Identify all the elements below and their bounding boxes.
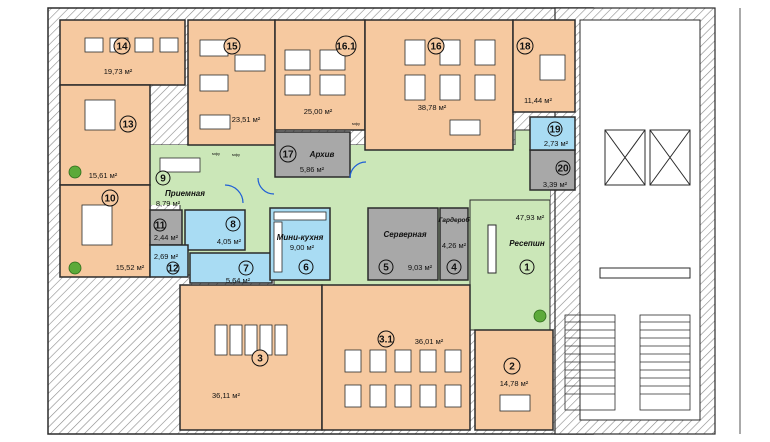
room-17-badge xyxy=(279,145,297,163)
room-19-badge xyxy=(547,121,563,137)
room-3[interactable] xyxy=(179,284,323,431)
room-20-number: 20 xyxy=(557,164,569,175)
room-4-area: 4,26 м² xyxy=(442,241,467,250)
room-16-1-number: 16.1 xyxy=(336,42,356,53)
room-7-number: 7 xyxy=(243,264,249,275)
room-7-area: 5,64 м² xyxy=(226,276,251,285)
room-10-area: 15,52 м² xyxy=(116,263,145,272)
room-15-number: 15 xyxy=(226,42,238,53)
room-18-number: 18 xyxy=(519,42,531,53)
room-20-area: 3,39 м² xyxy=(543,180,568,189)
room-9-number: 9 xyxy=(160,174,166,185)
room-5-area: 9,03 м² xyxy=(408,263,433,272)
room-14-area: 19,73 м² xyxy=(104,67,133,76)
mfu-tag-1: мфу xyxy=(212,151,220,156)
room-9-label: Приемная xyxy=(165,189,205,198)
room-6-badge xyxy=(298,259,314,275)
room-19-number: 19 xyxy=(549,125,561,136)
room-labels: 14 19,73 м² 15 23,51 м² 16.1 25,00 м² 16… xyxy=(89,35,571,400)
room-1-number: 1 xyxy=(524,263,530,274)
room-17-number: 17 xyxy=(282,150,294,161)
room-9-badge xyxy=(155,170,171,186)
room-12-area: 2,69 м² xyxy=(154,252,179,261)
corridor-reception xyxy=(469,199,551,331)
room-2[interactable] xyxy=(474,329,554,431)
room-2-number: 2 xyxy=(509,362,515,373)
room-20-badge xyxy=(555,160,571,176)
room-15-area: 23,51 м² xyxy=(232,115,261,124)
room-16-number: 16 xyxy=(430,42,442,53)
room-13-badge xyxy=(119,115,137,133)
room-5-badge xyxy=(378,259,394,275)
room-5-label: Серверная xyxy=(383,230,426,239)
room-16-badge xyxy=(427,37,445,55)
room-7-badge xyxy=(238,260,254,276)
room-12-badge xyxy=(166,261,180,275)
room-13-area: 15,61 м² xyxy=(89,171,118,180)
room-2-area: 14,78 м² xyxy=(500,379,529,388)
stairs xyxy=(564,314,691,411)
room-6-number: 6 xyxy=(303,263,309,274)
room-11-number: 11 xyxy=(155,221,166,232)
room-16-1-badge xyxy=(335,35,357,57)
room-3-1-area: 36,01 м² xyxy=(415,337,444,346)
room-15-badge xyxy=(223,37,241,55)
reception-desk xyxy=(487,224,497,274)
room-17-area: 5,86 м² xyxy=(300,165,325,174)
room-16-1-area: 25,00 м² xyxy=(304,107,333,116)
room-1-badge xyxy=(519,259,535,275)
room-4-number: 4 xyxy=(451,263,457,274)
room-12-number: 12 xyxy=(167,264,179,275)
room-16-area: 38,78 м² xyxy=(418,103,447,112)
room-4-label: Гардероб xyxy=(438,216,470,224)
room-8-badge xyxy=(225,216,241,232)
room-19-area: 2,73 м² xyxy=(544,139,569,148)
room-6-area: 9,00 м² xyxy=(290,243,315,252)
room-3-number: 3 xyxy=(257,354,263,365)
room-6-label: Мини-кухня xyxy=(277,233,324,242)
room-18-badge xyxy=(516,37,534,55)
elevator-core xyxy=(599,129,691,279)
plant-icon xyxy=(68,165,547,323)
room-2-badge xyxy=(503,357,521,375)
room-11-badge xyxy=(153,218,167,232)
room-11-area: 2,44 м² xyxy=(154,233,179,242)
room-4-badge xyxy=(446,259,462,275)
room-18-area: 11,44 м² xyxy=(524,96,552,105)
room-3-area: 36,11 м² xyxy=(212,391,240,400)
room-1-label: Ресепшн xyxy=(509,239,545,248)
room-13-number: 13 xyxy=(122,120,134,131)
mfu-tag-2: мфу xyxy=(352,121,360,126)
room-9-area: 8,79 м² xyxy=(156,199,181,208)
room-10-number: 10 xyxy=(104,194,116,205)
room-17[interactable] xyxy=(274,131,351,178)
room-17-label: Архив xyxy=(309,150,335,159)
room-14-badge xyxy=(113,37,131,55)
furniture xyxy=(81,37,566,412)
right-core-inner xyxy=(579,19,701,421)
room-3-badge xyxy=(251,349,269,367)
room-8-number: 8 xyxy=(230,220,236,231)
room-8-area: 4,05 м² xyxy=(217,237,242,246)
room-5-number: 5 xyxy=(383,263,389,274)
room-7[interactable] xyxy=(189,252,273,284)
room-3-1-badge xyxy=(377,330,395,348)
mfu-tag-3: мфу xyxy=(232,152,240,157)
room-10-badge xyxy=(101,189,119,207)
room-1-area: 47,93 м² xyxy=(516,213,545,222)
door-swings xyxy=(224,161,367,204)
room-14-number: 14 xyxy=(116,42,128,53)
room-3-1-number: 3.1 xyxy=(379,335,393,346)
kitchen-fixtures xyxy=(273,211,327,273)
